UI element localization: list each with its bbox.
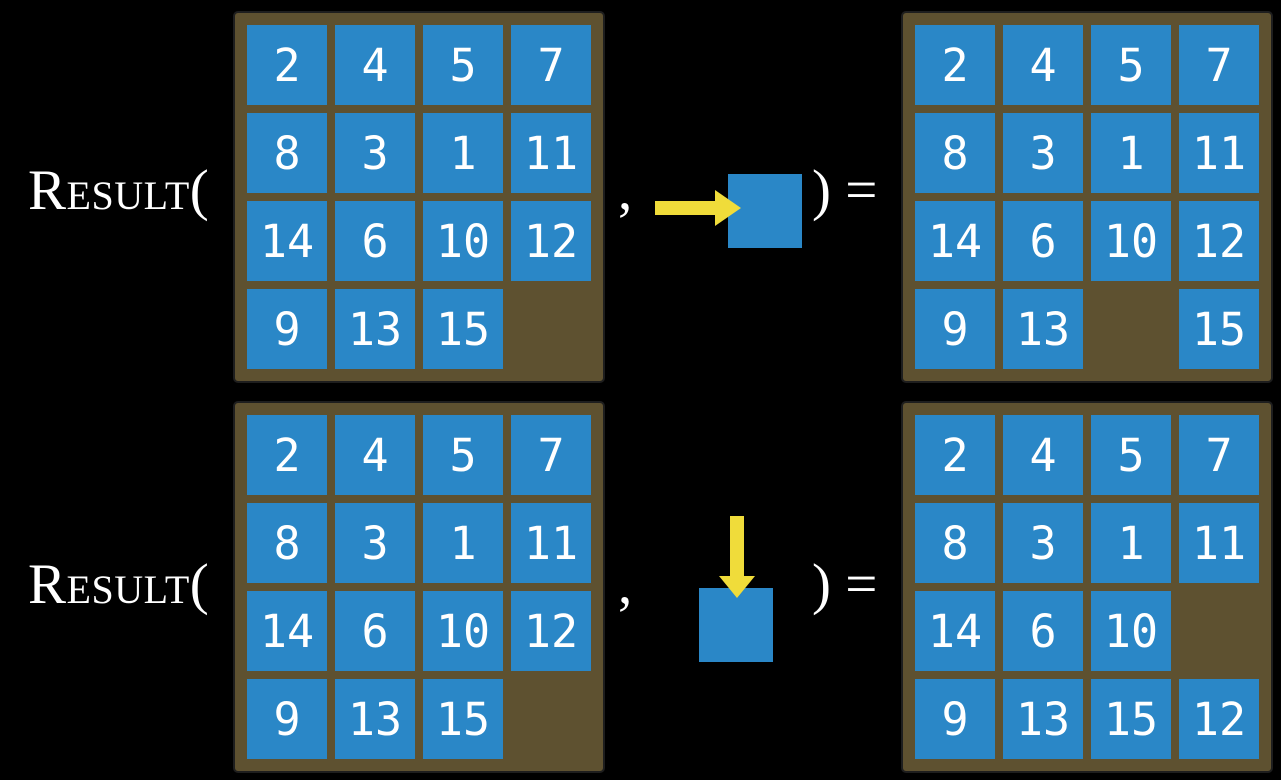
puzzle-tile: 13 — [1003, 679, 1083, 759]
puzzle-tile: 14 — [915, 201, 995, 281]
puzzle-tile: 5 — [423, 25, 503, 105]
puzzle-tile: 11 — [1179, 503, 1259, 583]
right-arrow-icon — [655, 190, 741, 226]
down-arrow-icon — [719, 516, 755, 598]
puzzle-tile: 3 — [335, 503, 415, 583]
close-paren-equals: ) = — [812, 553, 878, 616]
puzzle-tile: 4 — [1003, 415, 1083, 495]
puzzle-tile: 14 — [915, 591, 995, 671]
puzzle-tile: 5 — [1091, 25, 1171, 105]
puzzle-tile: 3 — [1003, 113, 1083, 193]
puzzle-tile: 15 — [1179, 289, 1259, 369]
puzzle-tile: 9 — [247, 679, 327, 759]
puzzle-tile: 6 — [1003, 591, 1083, 671]
puzzle-tile: 10 — [423, 591, 503, 671]
puzzle-tile: 8 — [915, 503, 995, 583]
puzzle-tile: 11 — [511, 113, 591, 193]
puzzle-tile: 8 — [247, 113, 327, 193]
close-paren-equals: ) = — [812, 159, 878, 222]
puzzle-tile: 1 — [1091, 113, 1171, 193]
blank-cell — [511, 289, 591, 369]
puzzle-tile: 13 — [335, 289, 415, 369]
puzzle-tile: 15 — [1091, 679, 1171, 759]
puzzle-tile: 12 — [1179, 201, 1259, 281]
puzzle-tile: 12 — [1179, 679, 1259, 759]
puzzle-tile: 2 — [247, 415, 327, 495]
puzzle-tile: 4 — [335, 415, 415, 495]
result-function-label: Result( — [28, 553, 210, 616]
puzzle-tile: 2 — [915, 415, 995, 495]
puzzle-tile: 7 — [511, 25, 591, 105]
puzzle-tile: 8 — [915, 113, 995, 193]
puzzle-tile: 11 — [511, 503, 591, 583]
puzzle-tile: 2 — [915, 25, 995, 105]
puzzle-tile: 10 — [1091, 201, 1171, 281]
puzzle-tile: 7 — [1179, 415, 1259, 495]
blank-cell — [511, 679, 591, 759]
puzzle-tile: 2 — [247, 25, 327, 105]
puzzle-tile: 5 — [1091, 415, 1171, 495]
puzzle-tile: 1 — [1091, 503, 1171, 583]
puzzle-tile: 11 — [1179, 113, 1259, 193]
blank-cell — [1091, 289, 1171, 369]
puzzle-tile: 15 — [423, 289, 503, 369]
blank-cell — [1179, 591, 1259, 671]
puzzle-tile: 8 — [247, 503, 327, 583]
puzzle-tile: 4 — [335, 25, 415, 105]
puzzle-tile: 13 — [335, 679, 415, 759]
puzzle-tile: 9 — [915, 289, 995, 369]
puzzle-tile: 12 — [511, 201, 591, 281]
comma-separator: , — [618, 159, 633, 222]
puzzle-tile: 10 — [1091, 591, 1171, 671]
puzzle-tile: 9 — [915, 679, 995, 759]
puzzle-tile: 1 — [423, 113, 503, 193]
puzzle-tile: 3 — [335, 113, 415, 193]
puzzle-tile: 4 — [1003, 25, 1083, 105]
puzzle-tile: 14 — [247, 591, 327, 671]
puzzle-tile: 9 — [247, 289, 327, 369]
puzzle-tile: 7 — [1179, 25, 1259, 105]
puzzle-tile: 6 — [1003, 201, 1083, 281]
puzzle-tile: 10 — [423, 201, 503, 281]
puzzle-tile: 1 — [423, 503, 503, 583]
puzzle-tile: 6 — [335, 201, 415, 281]
puzzle-tile: 13 — [1003, 289, 1083, 369]
comma-separator: , — [618, 553, 633, 616]
puzzle-tile: 3 — [1003, 503, 1083, 583]
puzzle-tile: 7 — [511, 415, 591, 495]
puzzle-tile: 5 — [423, 415, 503, 495]
puzzle-tile: 14 — [247, 201, 327, 281]
puzzle-tile: 15 — [423, 679, 503, 759]
puzzle-tile: 6 — [335, 591, 415, 671]
action-tile-square — [699, 588, 773, 662]
result-function-label: Result( — [28, 159, 210, 222]
action-tile-square — [728, 174, 802, 248]
puzzle-tile: 12 — [511, 591, 591, 671]
